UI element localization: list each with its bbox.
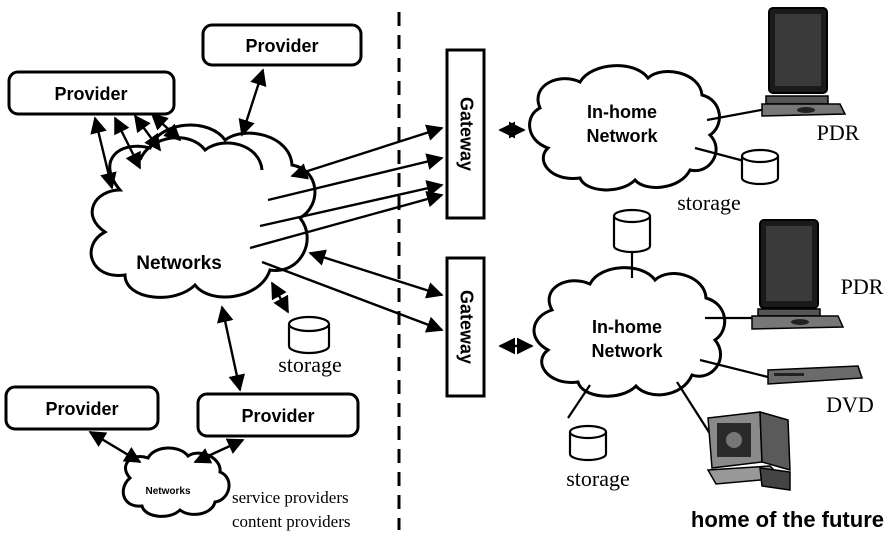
- home-bottom-computer-device: [706, 410, 791, 491]
- home-bottom-storage-link: [567, 384, 591, 419]
- home-bottom-dvd-label: DVD: [826, 392, 874, 417]
- home-top-network-line2: Network: [586, 126, 658, 146]
- home-bottom-storage-label: storage: [566, 466, 630, 491]
- home-top-storage-link: [694, 146, 749, 164]
- svg-text:Provider: Provider: [45, 399, 118, 419]
- home-bottom-dvd-device: [767, 365, 864, 385]
- home-top-storage-label: storage: [677, 190, 741, 215]
- home-top-pdr-device: [761, 7, 847, 117]
- svg-text:Provider: Provider: [241, 406, 314, 426]
- small-networks-label: Networks: [145, 486, 190, 497]
- provider-box-bottom-center: Provider: [196, 392, 360, 438]
- home-top-cloud: [528, 64, 721, 192]
- provider-box-top-left: Provider: [7, 70, 176, 116]
- small-networks-cloud: [121, 446, 231, 518]
- home-bottom-upper-storage-cylinder: [612, 208, 652, 254]
- left-storage-label: storage: [278, 352, 342, 377]
- gateway-box-bottom: Gateway: [445, 256, 486, 398]
- home-bottom-dvd-link: [699, 358, 769, 379]
- provider-box-top-center: Provider: [201, 23, 363, 67]
- svg-text:Provider: Provider: [54, 84, 127, 104]
- home-bottom-network-line2: Network: [591, 341, 663, 361]
- home-bottom-lower-storage-cylinder: [568, 424, 608, 462]
- home-of-the-future-title: home of the future: [691, 507, 884, 532]
- gateway-connection-arrows: [249, 124, 444, 333]
- main-networks-label: Networks: [136, 253, 222, 274]
- home-bottom-network-line1: In-home: [592, 317, 662, 337]
- svg-text:Provider: Provider: [245, 36, 318, 56]
- gateway-box-top: Gateway: [445, 48, 486, 220]
- svg-text:Gateway: Gateway: [456, 290, 476, 364]
- home-bottom-pdr-device: [751, 219, 845, 330]
- left-connection-arrows: [88, 68, 290, 464]
- home-top-pdr-link: [706, 106, 773, 122]
- left-storage-cylinder: [287, 315, 331, 355]
- home-top-pdr-label: PDR: [817, 120, 860, 145]
- home-bottom-pdr-label: PDR: [841, 274, 884, 299]
- legend-content-providers: content providers: [232, 512, 351, 531]
- home-top-network-line1: In-home: [587, 102, 657, 122]
- home-bottom-computer-link: [676, 381, 715, 441]
- provider-box-bottom-left: Provider: [4, 385, 160, 431]
- home-top-storage-cylinder: [740, 148, 780, 186]
- legend-service-providers: service providers: [232, 488, 349, 507]
- svg-text:Gateway: Gateway: [456, 97, 476, 171]
